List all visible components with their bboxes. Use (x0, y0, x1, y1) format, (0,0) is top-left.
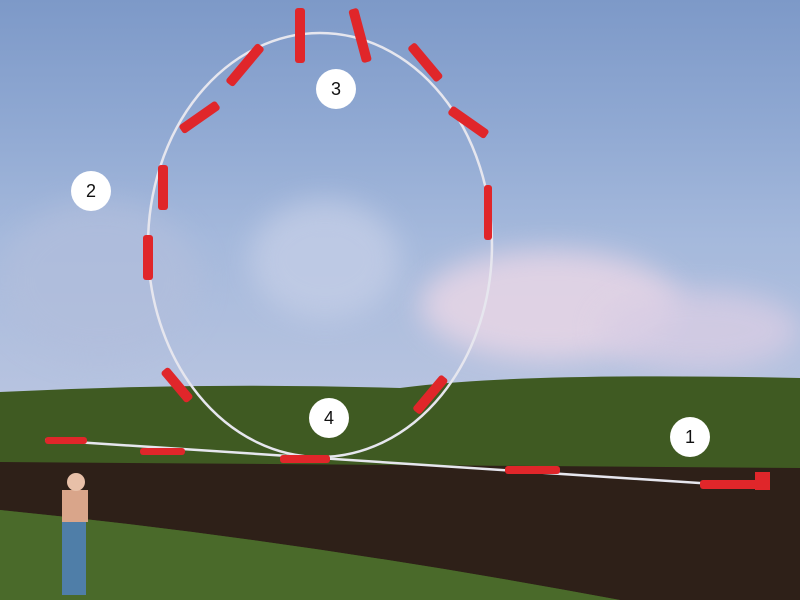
step-label-4: 4 (309, 398, 349, 438)
cloud (600, 290, 800, 370)
cloud (250, 200, 400, 320)
step-label-2: 2 (71, 171, 111, 211)
step-label-1: 1 (670, 417, 710, 457)
pilot (62, 473, 88, 595)
step-label-3: 3 (316, 69, 356, 109)
cloud (0, 200, 200, 360)
